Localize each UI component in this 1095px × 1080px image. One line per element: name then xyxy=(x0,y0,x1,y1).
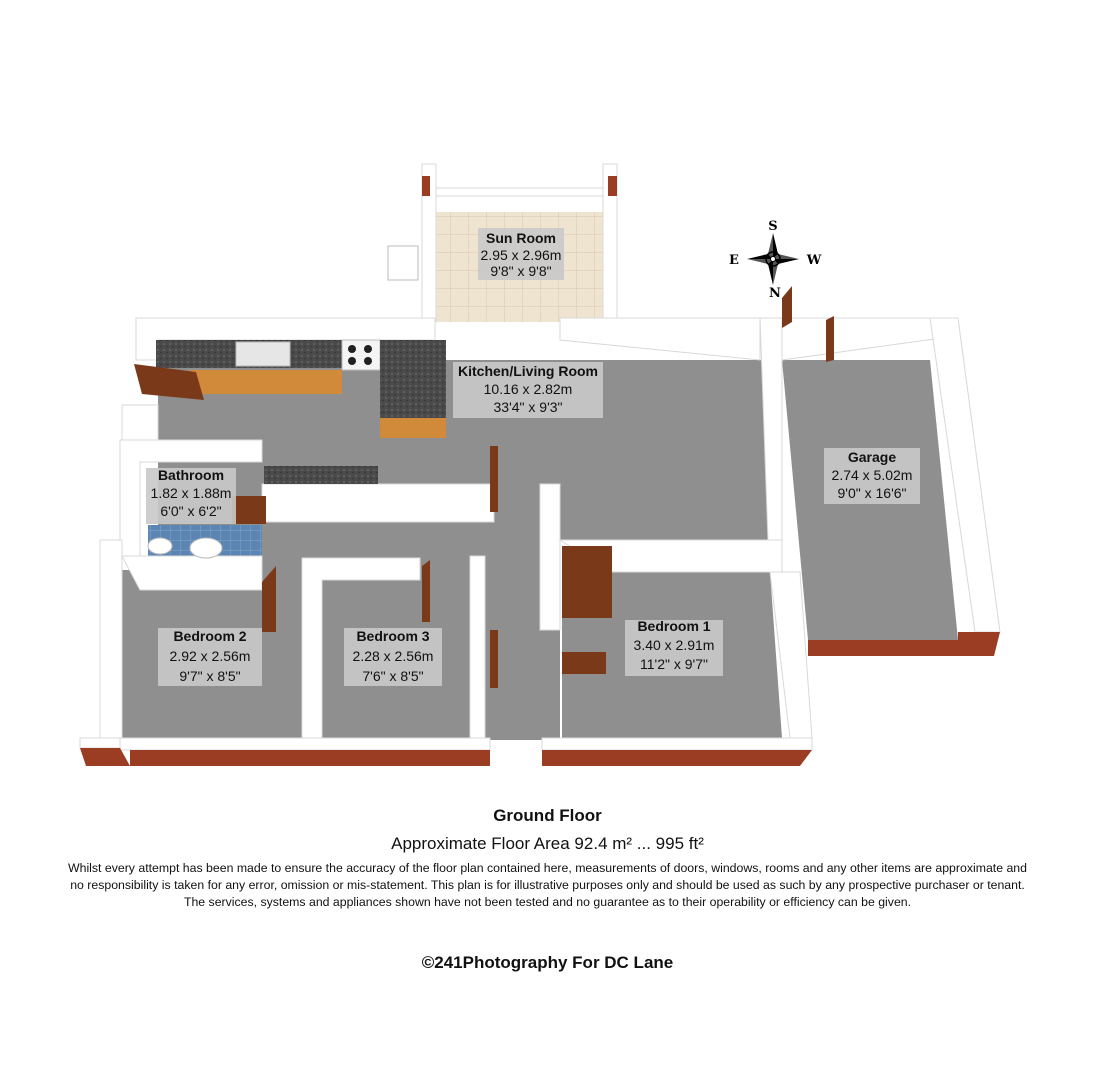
kitchen-units xyxy=(156,339,446,484)
compass-rose-icon xyxy=(747,233,799,285)
sun-room-metric: 2.95 x 2.96m xyxy=(481,247,562,263)
walls xyxy=(79,163,1001,751)
bedroom-2-metric: 2.92 x 2.56m xyxy=(170,648,251,664)
bathroom-metric: 1.82 x 1.88m xyxy=(151,485,232,501)
kitchen-imperial: 33'4" x 9'3" xyxy=(494,399,563,415)
compass-south: S xyxy=(768,219,777,234)
compass-north: N xyxy=(769,286,781,301)
bedroom-1-imperial: 11'2" x 9'7" xyxy=(640,656,708,672)
disclaimer-line-3: The services, systems and appliances sho… xyxy=(183,895,912,909)
kitchen-metric: 10.16 x 2.82m xyxy=(484,381,573,397)
floor-title: Ground Floor xyxy=(493,806,602,825)
garage-metric: 2.74 x 5.02m xyxy=(832,467,913,483)
photography-credit: ©241Photography For DC Lane xyxy=(421,953,674,972)
sun-room-imperial: 9'8" x 9'8" xyxy=(490,263,551,279)
garage-imperial: 9'0" x 16'6" xyxy=(838,485,907,501)
bathroom-fixtures xyxy=(147,245,419,559)
disclaimer-line-2: no responsibility is taken for any error… xyxy=(70,878,1025,892)
bathroom-name: Bathroom xyxy=(158,467,224,483)
bedroom-2-name: Bedroom 2 xyxy=(173,628,246,644)
bedroom-3-metric: 2.28 x 2.56m xyxy=(353,648,434,664)
brick-edges xyxy=(80,176,1000,766)
compass-east: E xyxy=(729,253,739,268)
bedroom-2-imperial: 9'7" x 8'5" xyxy=(179,668,240,684)
bedroom-1-metric: 3.40 x 2.91m xyxy=(634,637,715,653)
floor-plan: Sun Room 2.95 x 2.96m 9'8" x 9'8" Kitche… xyxy=(79,163,1001,766)
label-backdrops xyxy=(146,228,920,686)
doors xyxy=(134,286,834,688)
disclaimer: Whilst every attempt has been made to en… xyxy=(8,860,1088,911)
sun-room-name: Sun Room xyxy=(486,230,556,246)
bedroom-1-name: Bedroom 1 xyxy=(637,618,710,634)
bathroom-imperial: 6'0" x 6'2" xyxy=(160,503,221,519)
bedroom-3-name: Bedroom 3 xyxy=(356,628,429,644)
plan-caption: Ground Floor Approximate Floor Area 92.4… xyxy=(0,800,1095,973)
floor-area: Approximate Floor Area 92.4 m² ... 995 f… xyxy=(391,834,704,853)
garage-name: Garage xyxy=(848,449,896,465)
compass-west: W xyxy=(806,253,822,268)
kitchen-name: Kitchen/Living Room xyxy=(458,363,598,379)
bedroom-3-imperial: 7'6" x 8'5" xyxy=(362,668,423,684)
disclaimer-line-1: Whilst every attempt has been made to en… xyxy=(68,861,1027,875)
